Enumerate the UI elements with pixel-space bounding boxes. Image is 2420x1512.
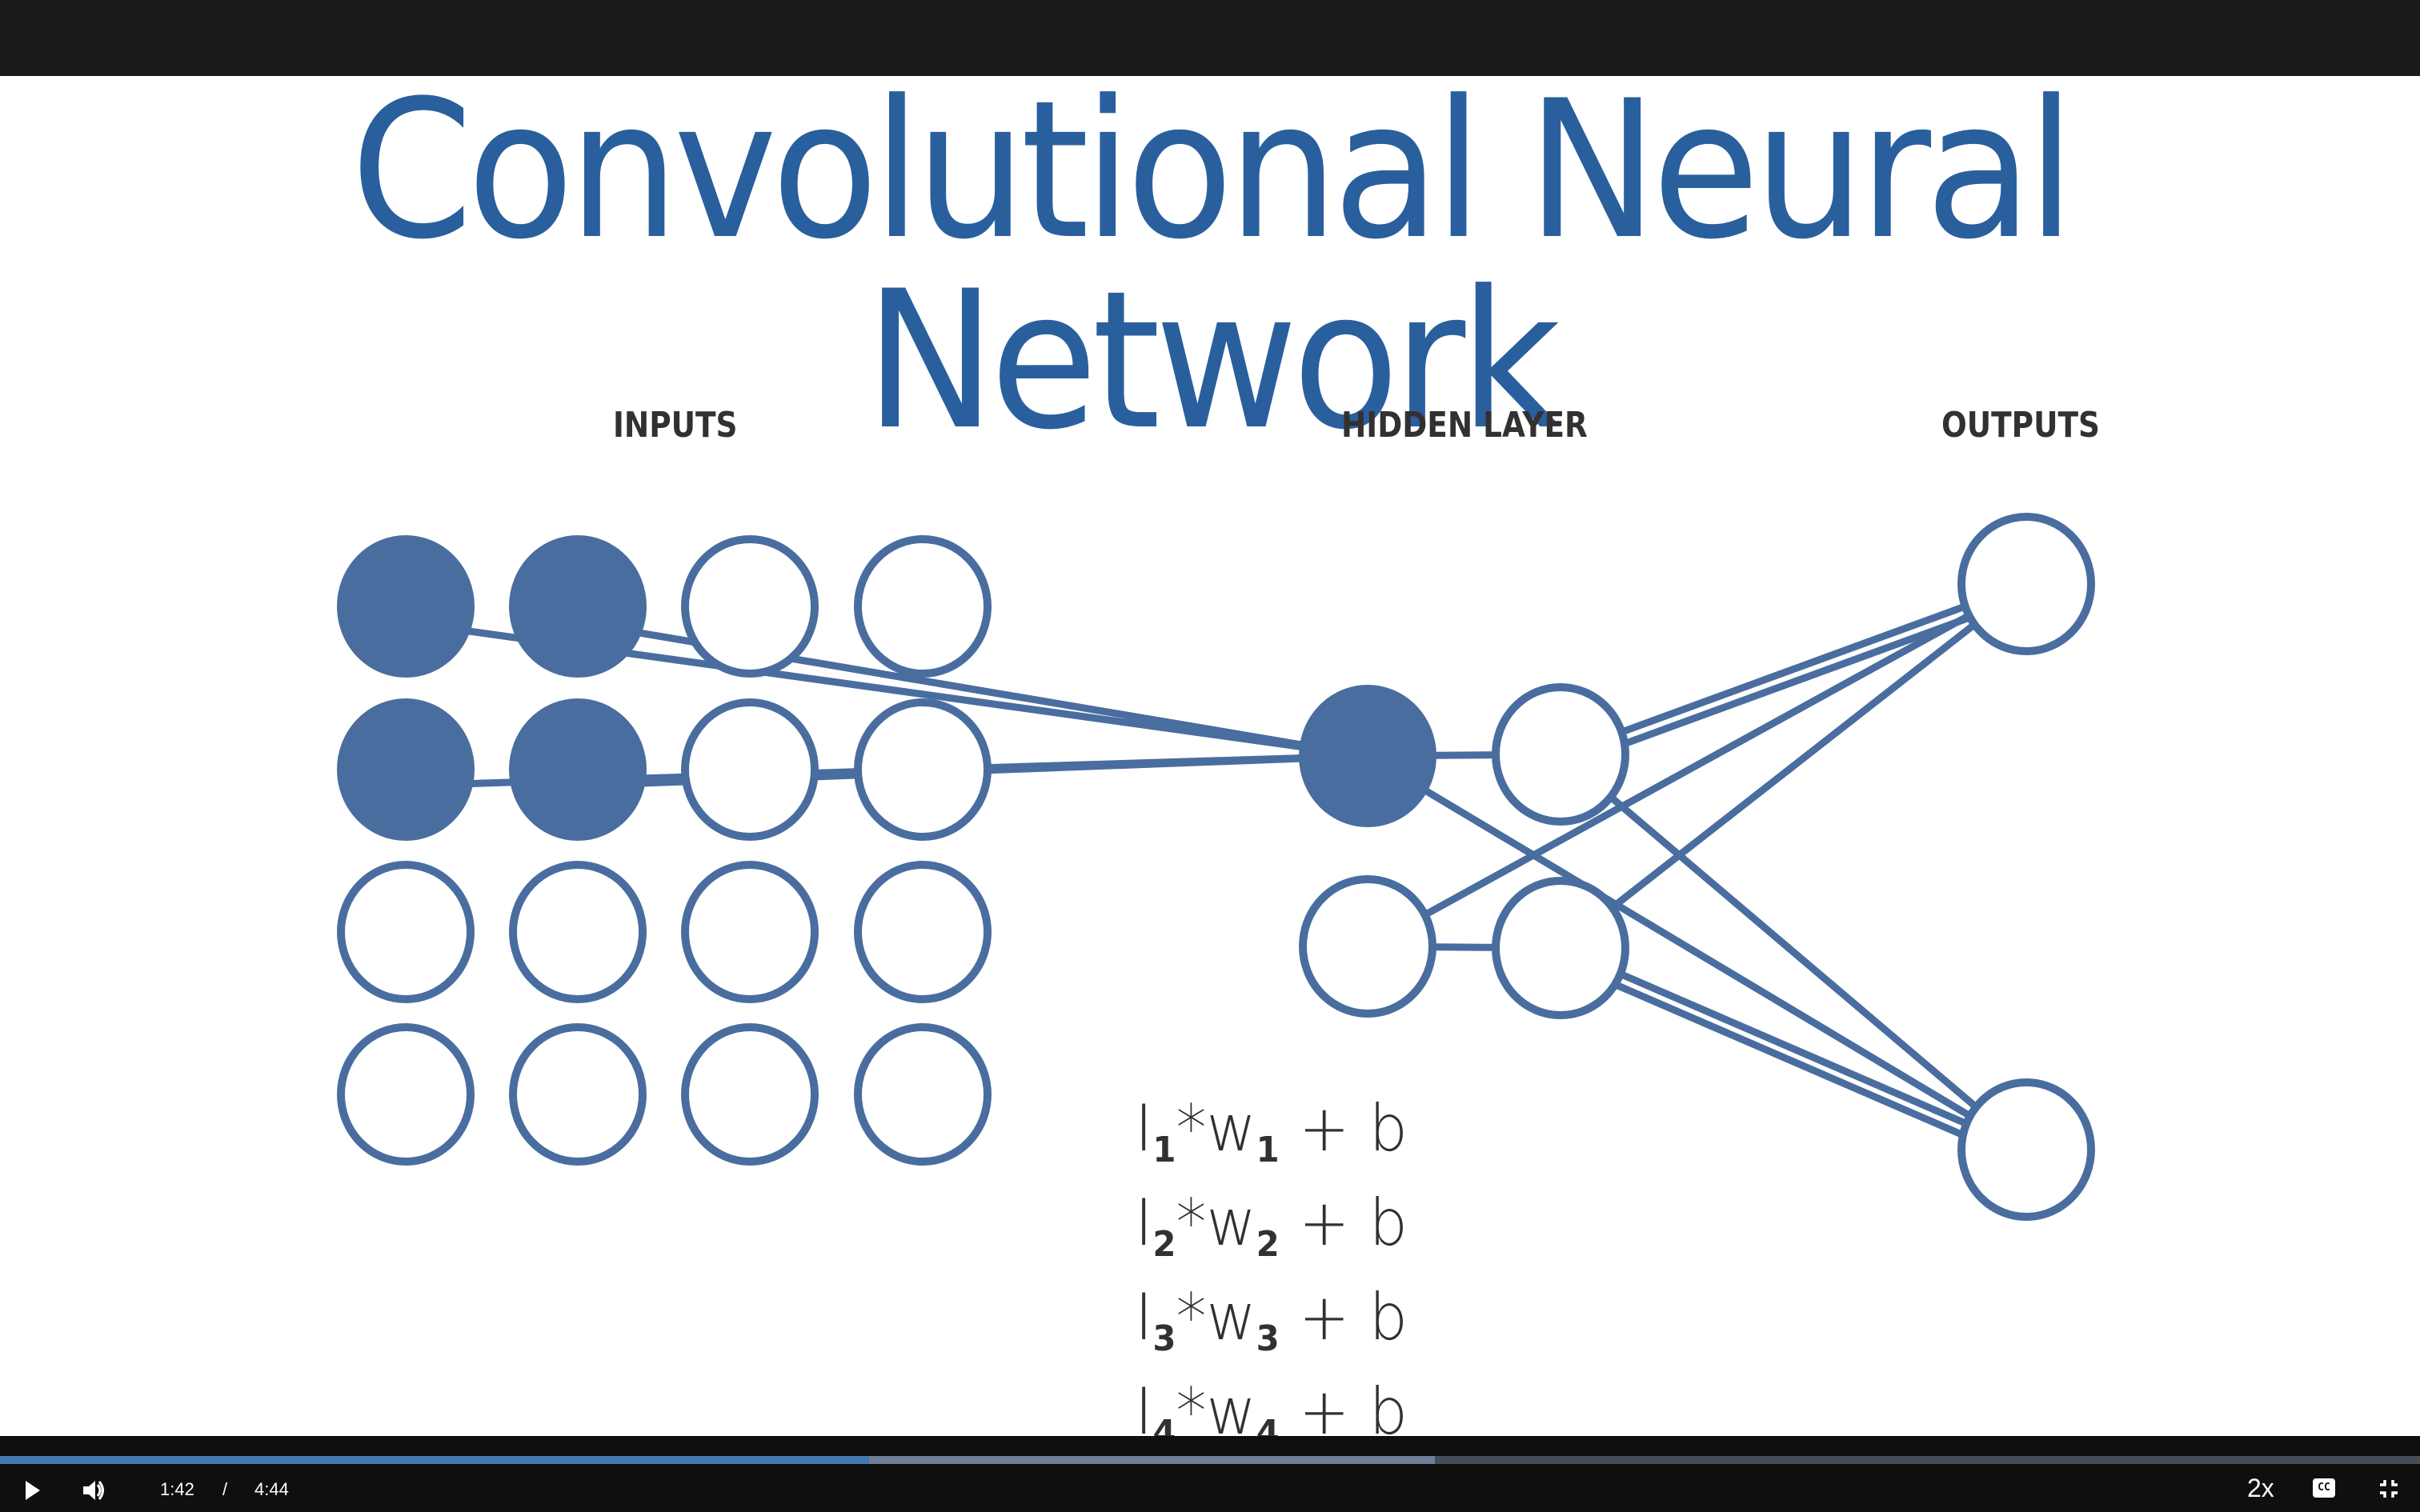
input-node xyxy=(337,1023,475,1166)
input-node xyxy=(681,1023,819,1166)
connection-line xyxy=(1558,581,2029,951)
input-node xyxy=(854,535,992,678)
top-bar xyxy=(0,0,2420,76)
hidden-node-active xyxy=(1299,685,1436,827)
exit-fullscreen-icon xyxy=(2380,1480,2398,1498)
input-node-active xyxy=(337,535,475,678)
hidden-layer-label: HIDDEN LAYER xyxy=(1341,405,1588,446)
inputs-label: INPUTS xyxy=(613,405,738,446)
hidden-node xyxy=(1492,683,1629,826)
input-node xyxy=(854,861,992,1003)
exit-fullscreen-button[interactable] xyxy=(2378,1478,2399,1499)
hidden-node xyxy=(1492,877,1629,1019)
formula-row: I4*w4 + b xyxy=(1135,1374,1408,1454)
connection-line xyxy=(1559,593,2028,771)
current-time: 1:42 xyxy=(160,1479,194,1499)
output-node xyxy=(1957,1078,2095,1221)
input-node xyxy=(509,861,647,1003)
output-node xyxy=(1957,513,2095,655)
outputs-label: OUTPUTS xyxy=(1941,405,2100,446)
video-control-bar xyxy=(0,1436,2420,1512)
connections-group xyxy=(405,580,2029,1166)
connection-line xyxy=(1559,580,2028,758)
played-progress xyxy=(0,1456,869,1464)
input-node-active xyxy=(337,698,475,841)
duration: 4:44 xyxy=(254,1479,289,1499)
closed-captions-icon[interactable]: CC xyxy=(2313,1478,2335,1498)
connection-line xyxy=(1558,751,2029,1153)
input-node xyxy=(681,698,819,841)
slide-title: Convolutional Neural Network xyxy=(351,60,2075,472)
network-diagram xyxy=(337,513,2095,1221)
connection-line xyxy=(1559,957,2028,1166)
connection-line xyxy=(1559,944,2028,1154)
volume-icon xyxy=(83,1481,104,1500)
input-node xyxy=(509,1023,647,1166)
time-separator: / xyxy=(222,1479,228,1499)
hidden-node xyxy=(1299,875,1436,1018)
formula-row: I2*w2 + b xyxy=(1135,1186,1408,1265)
input-node xyxy=(681,535,819,678)
weighted-sum-formulas: I1*w1 + b I2*w2 + b I3*w3 + b I4*w4 + b xyxy=(1135,1092,1422,1470)
input-node-active xyxy=(509,535,647,678)
input-node xyxy=(854,1023,992,1166)
seek-bar[interactable] xyxy=(0,1456,2420,1464)
volume-button[interactable] xyxy=(80,1476,112,1505)
input-node xyxy=(681,861,819,1003)
play-icon xyxy=(26,1481,40,1500)
connection-line xyxy=(1365,581,2029,950)
playback-speed-button[interactable]: 2x xyxy=(2247,1474,2274,1502)
formula-row: I3*w3 + b xyxy=(1135,1280,1408,1359)
play-button[interactable] xyxy=(18,1476,46,1505)
input-node xyxy=(337,861,475,1003)
input-node-active xyxy=(509,698,647,841)
formula-row: I1*w1 + b xyxy=(1135,1091,1408,1170)
nodes-group xyxy=(337,513,2095,1221)
input-node xyxy=(854,698,992,841)
connection-line xyxy=(1365,753,2029,1153)
